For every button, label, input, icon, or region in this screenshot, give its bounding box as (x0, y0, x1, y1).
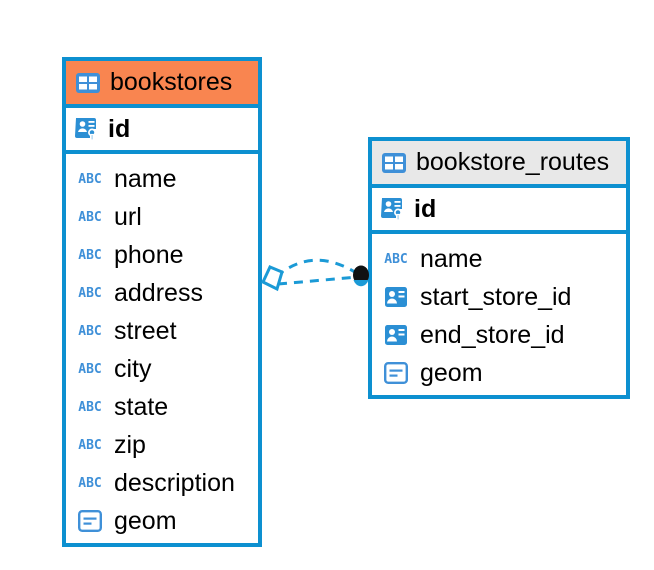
text-abc-icon: ABC (78, 361, 102, 377)
column-name: street (114, 316, 177, 345)
column-row-name[interactable]: ABC name (381, 240, 626, 278)
primary-key-icon (381, 196, 407, 222)
column-name: end_store_id (420, 320, 565, 349)
column-row-phone[interactable]: ABC phone (75, 236, 258, 274)
column-row-city[interactable]: ABC city (75, 350, 258, 388)
table-icon (381, 152, 407, 174)
table-icon (75, 72, 101, 94)
geometry-blob-icon (381, 362, 411, 384)
column-name: name (114, 164, 177, 193)
foreign-key-icon (381, 324, 411, 346)
column-name: geom (114, 506, 177, 535)
column-row-description[interactable]: ABC description (75, 464, 258, 502)
entity-title: bookstores (110, 68, 233, 96)
foreign-key-icon (381, 286, 411, 308)
text-abc-icon: ABC (78, 209, 102, 225)
column-row-start-store-id[interactable]: start_store_id (381, 278, 626, 316)
column-row-geom[interactable]: geom (381, 354, 626, 392)
entity-header-bookstores[interactable]: bookstores (66, 61, 258, 108)
column-name: address (114, 278, 203, 307)
column-row-url[interactable]: ABC url (75, 198, 258, 236)
column-row-address[interactable]: ABC address (75, 274, 258, 312)
relationship-endpoint-dot (353, 265, 369, 285)
column-row-geom[interactable]: geom (75, 502, 258, 540)
text-abc-icon: ABC (78, 171, 102, 187)
column-list-bookstore-routes: ABC name start_store_id (372, 234, 626, 392)
column-row-name[interactable]: ABC name (75, 160, 258, 198)
relationship-line-upper (275, 258, 359, 279)
text-abc-icon: ABC (78, 475, 102, 491)
text-abc-icon: ABC (78, 285, 102, 301)
column-name: city (114, 354, 152, 383)
column-row-id[interactable]: id (372, 188, 626, 234)
column-name: state (114, 392, 169, 421)
relationship-connector[interactable] (258, 240, 373, 310)
column-name: start_store_id (420, 282, 572, 311)
column-name: phone (114, 240, 184, 269)
text-abc-icon: ABC (78, 399, 102, 415)
column-name: url (114, 202, 142, 231)
column-row-street[interactable]: ABC street (75, 312, 258, 350)
primary-key-icon (75, 116, 101, 142)
column-list-bookstores: ABC name ABC url ABC phone ABC address A… (66, 154, 258, 540)
column-name: id (108, 114, 131, 143)
column-name: geom (420, 358, 483, 387)
column-row-zip[interactable]: ABC zip (75, 426, 258, 464)
column-name: zip (114, 430, 146, 459)
entity-header-bookstore-routes[interactable]: bookstore_routes (372, 141, 626, 188)
relationship-line-lower (277, 275, 359, 286)
column-name: id (414, 194, 437, 223)
text-abc-icon: ABC (384, 251, 408, 267)
entity-title: bookstore_routes (416, 148, 610, 176)
relationship-endpoint-dot-highlight (353, 280, 369, 287)
geometry-blob-icon (75, 510, 105, 532)
column-name: name (420, 244, 483, 273)
text-abc-icon: ABC (78, 323, 102, 339)
text-abc-icon: ABC (78, 437, 102, 453)
text-abc-icon: ABC (78, 247, 102, 263)
column-row-end-store-id[interactable]: end_store_id (381, 316, 626, 354)
relationship-endpoint-diamond (261, 265, 284, 292)
column-row-state[interactable]: ABC state (75, 388, 258, 426)
entity-bookstore-routes[interactable]: bookstore_routes id ABC (368, 137, 630, 399)
column-name: description (114, 468, 235, 497)
entity-bookstores[interactable]: bookstores id ABC name (62, 57, 262, 547)
column-row-id[interactable]: id (66, 108, 258, 154)
